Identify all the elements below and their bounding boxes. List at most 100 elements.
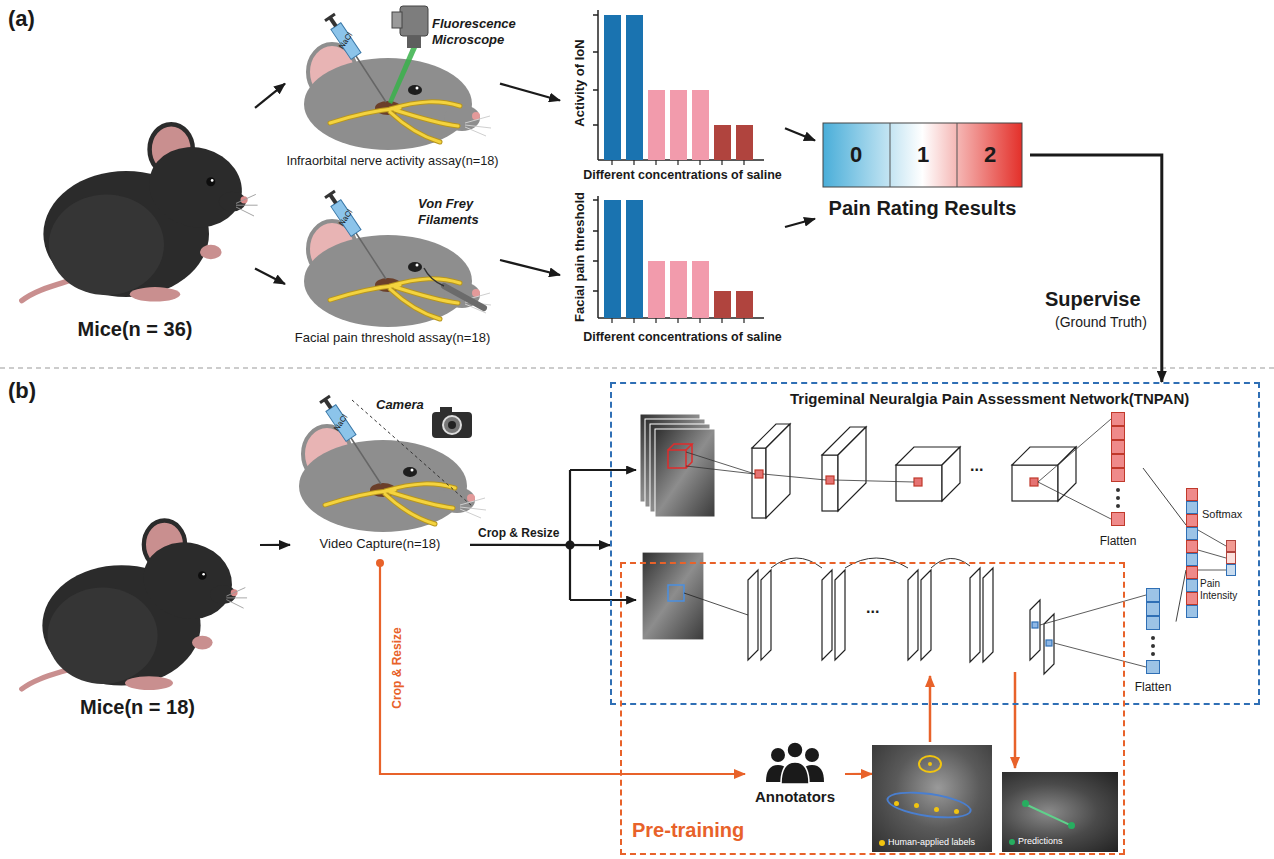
ellipsis-mark: ...	[866, 598, 879, 617]
vector-cell	[1186, 488, 1198, 501]
vector-cell	[1186, 579, 1198, 592]
microscope	[388, 6, 428, 104]
connector	[260, 544, 290, 546]
edge-note: (Ground Truth)	[1055, 314, 1147, 331]
vector-cell	[1025, 803, 1071, 826]
node-text: Pain Rating Results	[815, 196, 1030, 220]
bar-chart	[593, 196, 764, 323]
vector-cell	[1146, 660, 1160, 674]
node-text: Facial pain threshold assay(n=18)	[285, 330, 500, 346]
dot	[894, 801, 899, 806]
node-text: Different concentrations of saline	[580, 168, 785, 183]
crop-branch	[567, 470, 637, 600]
camera	[432, 407, 472, 438]
vector-cell	[1146, 616, 1160, 630]
feature-vector: Flatten	[1093, 412, 1143, 552]
conv3d-layers	[686, 419, 1111, 519]
rating-scale	[823, 123, 1022, 187]
vector-cell	[1186, 540, 1198, 553]
vector-cell	[1111, 512, 1125, 526]
vector-cell	[1226, 564, 1236, 576]
label-image: Human-applied labels	[872, 745, 992, 852]
vector-cell	[1186, 592, 1198, 605]
dot	[914, 803, 919, 808]
vector-cell	[1186, 501, 1198, 514]
connector	[255, 84, 285, 108]
vector-cell	[1186, 514, 1198, 527]
mouse-group: Mice(n = 18)	[15, 500, 260, 725]
annotators-group: Annotators	[745, 740, 845, 808]
node-text: Trigeminal Neuralgia Pain Assessment Net…	[790, 390, 1252, 408]
vector-cell	[1186, 566, 1198, 579]
connector	[500, 84, 560, 101]
mouse-illustration	[22, 520, 247, 689]
node-text: Flatten	[1093, 534, 1143, 548]
dot	[1151, 652, 1155, 656]
mouse-group: Mice(n = 36)	[15, 95, 255, 350]
connector-dot	[376, 559, 384, 567]
vector-cell	[1111, 440, 1125, 454]
video-frames	[640, 414, 715, 517]
cnn2d-layers	[642, 552, 1146, 674]
dot	[1116, 504, 1120, 508]
output-block: SoftmaxPain Intensity	[1186, 480, 1256, 630]
connector	[255, 268, 285, 284]
dot	[1151, 644, 1155, 648]
vector-cell	[1111, 426, 1125, 440]
vector-cell	[1146, 602, 1160, 616]
dot	[1116, 488, 1120, 492]
dot	[934, 807, 939, 812]
connector	[1143, 468, 1186, 525]
video-capture-panel: Video Capture(n=18)	[290, 398, 470, 563]
dot	[1116, 496, 1120, 500]
node-text: Predictions	[1018, 836, 1116, 847]
panel-letter: (a)	[8, 6, 35, 32]
bar-chart	[593, 10, 764, 165]
dot	[879, 840, 885, 846]
dot	[1068, 822, 1075, 829]
dot	[954, 809, 959, 814]
dot	[1009, 839, 1015, 845]
instrument-label: Fluorescence Microscope	[432, 16, 532, 47]
bar-chart-panel: Activity of IoN Different concentrations …	[560, 8, 785, 193]
dot	[1022, 800, 1029, 807]
node-text: 1	[903, 142, 943, 168]
connector	[785, 128, 815, 140]
connector	[500, 260, 560, 275]
mouse-head	[299, 395, 486, 532]
network-frame: Trigeminal Neuralgia Pain Assessment Net…	[610, 382, 1260, 705]
rating-box: 012Pain Rating Results	[815, 118, 1030, 230]
vector-cell	[1146, 588, 1160, 602]
vector-cell	[1186, 553, 1198, 566]
annotators-icon	[766, 742, 824, 784]
connector	[785, 219, 815, 227]
connector	[380, 563, 745, 774]
connector	[470, 544, 610, 546]
prediction-image: Predictions	[1002, 772, 1118, 852]
vector-cell	[1226, 540, 1236, 552]
node-text: Annotators	[745, 788, 845, 806]
node-text: Pre-training	[632, 818, 782, 842]
node-text: Different concentrations of saline	[580, 330, 785, 345]
node-text: Activity of IoN	[572, 39, 588, 126]
ellipsis-mark: ...	[970, 456, 983, 475]
node-text: Pain Intensity	[1200, 578, 1256, 602]
instrument-label: Camera	[376, 397, 424, 413]
edge-label: Crop & Resize	[478, 526, 559, 540]
node-text: Facial pain threshold	[572, 192, 588, 322]
von-frey-filament	[424, 268, 484, 308]
mouse-illustration	[22, 124, 258, 301]
vector-cell	[1186, 527, 1198, 540]
vector-cell	[1111, 468, 1125, 482]
vector-cell	[1186, 605, 1198, 618]
vector-cell	[1111, 454, 1125, 468]
connector	[1030, 155, 1162, 382]
node-text: Video Capture(n=18)	[290, 536, 470, 552]
node-text: Human-applied labels	[888, 837, 990, 848]
instrument-label: Von Frey Filaments	[418, 196, 498, 227]
dot	[928, 762, 932, 766]
section-divider	[0, 367, 1274, 368]
fusion-lines	[1198, 530, 1226, 570]
bar-chart-panel: Facial pain thresholdDifferent concentra…	[560, 195, 785, 355]
